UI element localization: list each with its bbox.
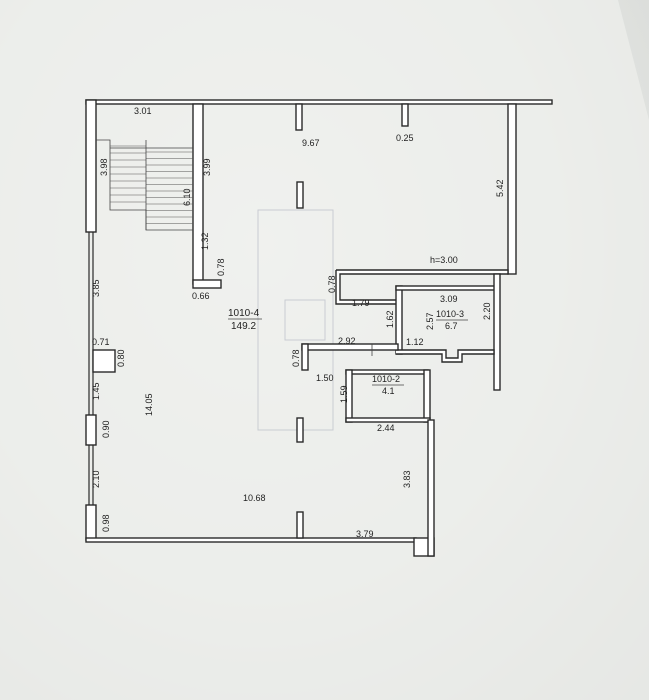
dim-room2-bottom: 2.44 <box>377 423 395 433</box>
corridor-wall <box>335 269 509 305</box>
stair-foot <box>192 279 222 289</box>
room-2-id: 1010-2 <box>372 374 400 384</box>
room3-right <box>493 273 501 391</box>
room-3-area: 6.7 <box>445 321 458 331</box>
dim-right-upper: 5.42 <box>495 179 505 197</box>
room2-right <box>423 369 431 423</box>
dim-stair-right: 3.99 <box>202 158 212 176</box>
right-lower-wall <box>427 419 435 557</box>
dim-left-seg-1: 1.45 <box>91 382 101 400</box>
right-wall-upper <box>507 103 517 275</box>
left-niche <box>92 349 116 373</box>
dim-niche-width: 0.71 <box>92 337 110 347</box>
left-wall-seg-a <box>85 414 97 446</box>
stair-outline <box>96 139 193 231</box>
column-1 <box>296 181 304 209</box>
dim-room3-width: 3.09 <box>440 294 458 304</box>
dim-room2-depth: 1.59 <box>339 385 349 403</box>
inner-partitions <box>301 269 509 557</box>
dim-left-upper: 3.85 <box>91 279 101 297</box>
dim-stair-left: 3.98 <box>99 158 109 176</box>
dim-partition-small: 0.78 <box>216 258 226 276</box>
dimension-labels: 3.01 9.67 0.25 5.42 3.98 3.99 6.10 1.32 … <box>91 106 505 539</box>
room-labels: 1010-4 149.2 1010-3 6.7 1010-2 4.1 <box>228 308 468 396</box>
room3-top <box>395 285 499 291</box>
room-main-area: 149.2 <box>231 321 256 332</box>
column-2 <box>296 417 304 443</box>
room2-bottom <box>345 417 431 423</box>
dim-left-seg-4: 0.98 <box>101 514 111 532</box>
dim-corridor-pier: 0.78 <box>327 275 337 293</box>
pier-top-right <box>401 103 409 127</box>
dim-room3-left: 2.57 <box>425 312 435 330</box>
ghost-lines <box>257 209 334 431</box>
stair <box>96 103 222 289</box>
dim-room2-pier: 0.78 <box>291 349 301 367</box>
ceiling-height-label: h=3.00 <box>430 255 458 265</box>
dim-niche-depth: 0.80 <box>116 349 126 367</box>
dim-room3-right: 2.20 <box>482 302 492 320</box>
dim-right-lower: 3.83 <box>402 470 412 488</box>
dim-stair-partition: 1.32 <box>200 232 210 250</box>
dim-room-depth: 14.05 <box>144 393 154 416</box>
dim-stair-length: 6.10 <box>182 188 192 206</box>
dim-bottom-width: 10.68 <box>243 493 266 503</box>
room-2-area: 4.1 <box>382 386 395 396</box>
dim-left-seg-3: 2.10 <box>91 470 101 488</box>
dim-top-pier: 0.25 <box>396 133 414 143</box>
dim-top-middle: 9.67 <box>302 138 320 148</box>
room-3-id: 1010-3 <box>436 309 464 319</box>
stair-wall-right <box>192 103 204 285</box>
stair-treads <box>110 145 193 224</box>
dim-bottom-right: 3.79 <box>356 529 374 539</box>
dim-room2-left: 1.50 <box>316 373 334 383</box>
left-wall <box>85 99 97 233</box>
dim-room2-top: 2.92 <box>338 336 356 346</box>
dim-left-seg-2: 0.90 <box>101 420 111 438</box>
dim-corridor-width: 1.79 <box>352 298 370 308</box>
dim-partition-base: 0.66 <box>192 291 210 301</box>
top-wall <box>85 99 553 105</box>
room3-bottom <box>396 349 495 363</box>
room-main-id: 1010-4 <box>228 308 260 319</box>
dim-corridor-height: 1.62 <box>385 310 395 328</box>
dim-top-left: 3.01 <box>134 106 152 116</box>
corridor-lower-foot <box>301 343 309 371</box>
column-3 <box>296 511 304 539</box>
outer-walls <box>85 99 553 557</box>
pier-top-mid <box>295 103 303 131</box>
left-wall-seg-b <box>85 504 97 541</box>
dim-room3-bottom: 1.12 <box>406 337 424 347</box>
